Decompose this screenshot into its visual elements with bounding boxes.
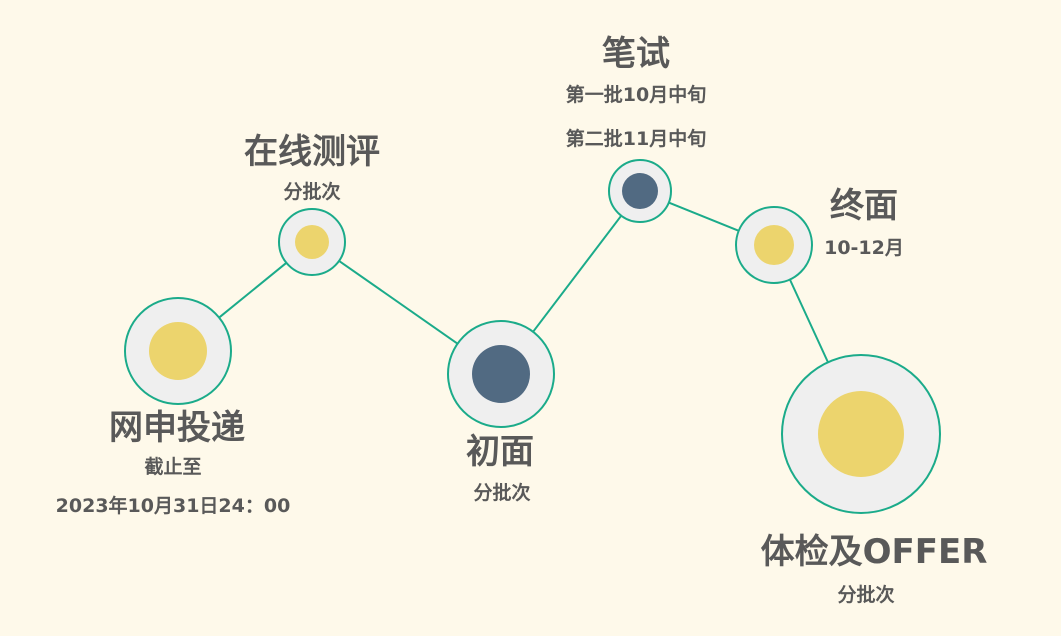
step-detail-final-1: 10-12月 [824,237,904,259]
step-title-interview: 初面 [466,432,534,472]
step-title-online: 在线测评 [244,132,380,172]
step-node-dot-apply [149,322,207,380]
step-detail-apply-2: 2023年10月31日24：00 [55,495,291,517]
step-detail-offer-1: 分批次 [837,584,895,606]
step-detail-online-1: 分批次 [283,181,341,203]
step-title-written: 笔试 [602,34,670,74]
step-title-offer: 体检及OFFER [760,532,988,572]
step-detail-written-2: 第二批11月中旬 [565,128,707,150]
step-node-dot-online [295,225,329,259]
step-detail-written-1: 第一批10月中旬 [565,84,707,106]
step-node-dot-final [754,225,794,265]
connector-line-apply-online [218,262,288,319]
step-node-dot-interview [472,345,530,403]
connector-line-written-final [668,201,740,232]
step-title-final: 终面 [830,186,898,226]
step-node-dot-written [622,173,658,209]
connector-line-final-offer [788,279,829,363]
step-title-apply: 网申投递 [109,408,245,448]
step-detail-interview-1: 分批次 [473,482,531,504]
step-node-dot-offer [818,391,904,477]
step-detail-apply-1: 截止至 [144,456,202,478]
connector-line-interview-written [532,215,623,333]
connector-line-online-interview [338,260,459,345]
